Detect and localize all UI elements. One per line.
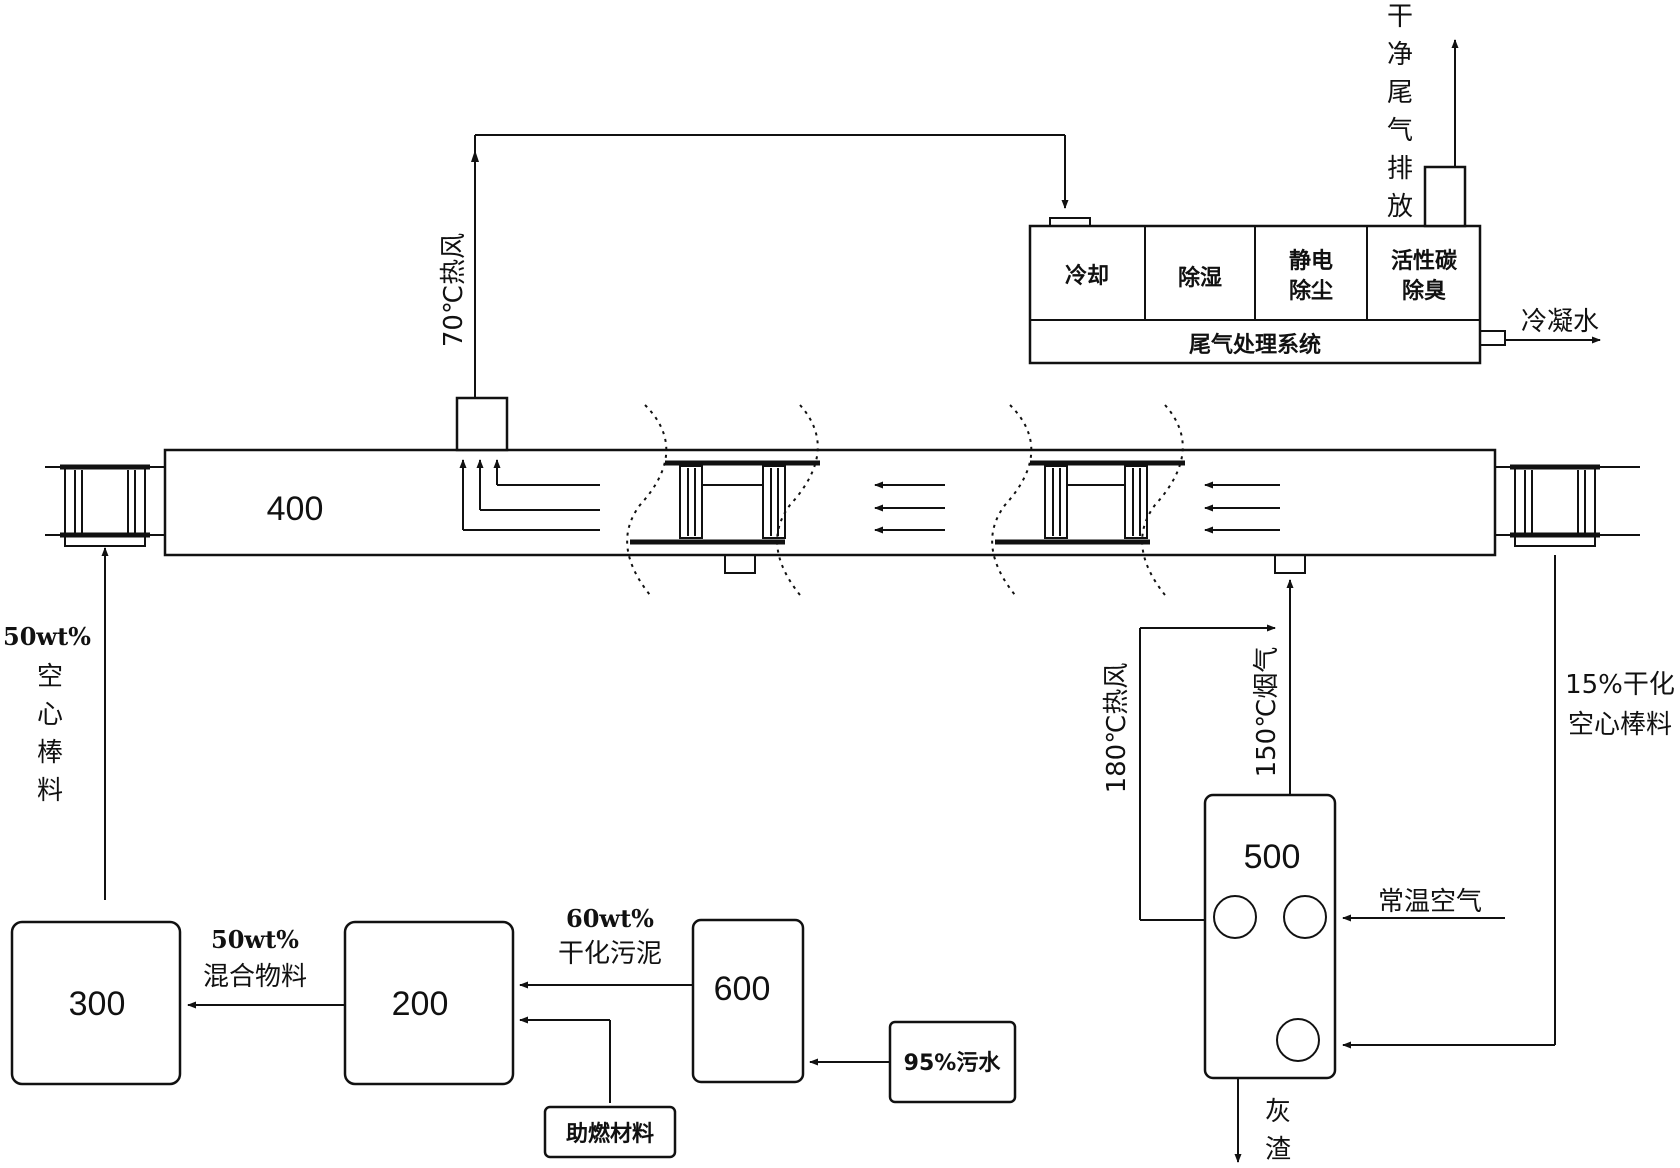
combustor-500-label: 500 xyxy=(1244,838,1301,876)
hollow-rod-c4: 料 xyxy=(37,776,63,806)
zone-1-supports xyxy=(626,404,820,596)
ambient-air-label: 常温空气 xyxy=(1378,887,1482,917)
unit-600-label: 600 xyxy=(714,970,771,1008)
dryer-400 xyxy=(163,448,1497,557)
clean-exhaust-c6: 放 xyxy=(1387,192,1413,222)
sewage-box xyxy=(888,1020,1017,1104)
exhaust-hood xyxy=(455,396,509,452)
clean-exhaust-c5: 排 xyxy=(1387,154,1413,184)
hot-air-70-label: 70℃热风 xyxy=(439,233,469,347)
treat-esp-2: 除尘 xyxy=(1289,278,1333,304)
unit-600 xyxy=(691,918,805,1084)
unit-200 xyxy=(343,920,515,1086)
sludge-label: 干化污泥 xyxy=(558,939,662,969)
treat-carbon-2: 除臭 xyxy=(1402,278,1446,304)
unit-200-label: 200 xyxy=(392,985,449,1023)
mixture-pct: 50wt% xyxy=(211,925,299,954)
treat-carbon-1: 活性碳 xyxy=(1391,249,1458,274)
burner-port-1 xyxy=(1213,895,1257,939)
mixture-label: 混合物料 xyxy=(203,962,307,992)
combustion-aid-label: 助燃材料 xyxy=(566,1121,654,1147)
hollow-rod-pct: 50wt% xyxy=(3,622,91,651)
right-conveyor xyxy=(1495,464,1640,547)
burner-port-3 xyxy=(1276,1018,1320,1062)
unit-300 xyxy=(10,920,182,1086)
exhaust-treatment-system xyxy=(1028,165,1506,365)
internal-flow-left xyxy=(459,459,600,531)
clean-exhaust-c3: 尾 xyxy=(1387,78,1413,108)
treat-cool: 冷却 xyxy=(1065,263,1109,289)
clean-exhaust-c1: 干 xyxy=(1387,2,1413,32)
left-conveyor xyxy=(45,464,165,547)
hollow-rod-c3: 棒 xyxy=(37,738,63,768)
dried-rod-1: 15%干化 xyxy=(1565,670,1675,700)
clean-exhaust-c4: 气 xyxy=(1387,116,1413,146)
clean-exhaust-c2: 净 xyxy=(1387,40,1413,70)
unit-300-label: 300 xyxy=(69,985,126,1023)
combustor-500 xyxy=(1203,793,1337,1080)
hollow-rod-c2: 心 xyxy=(37,700,63,730)
sludge-pct: 60wt% xyxy=(566,904,654,933)
treat-system-label: 尾气处理系统 xyxy=(1189,332,1321,358)
condensate-label: 冷凝水 xyxy=(1521,307,1599,337)
internal-flow-mid xyxy=(874,481,945,534)
internal-flow-right xyxy=(1204,481,1280,534)
combustion-aid-box xyxy=(543,1105,677,1159)
ash-c1: 灰 xyxy=(1265,1097,1291,1127)
ash-c2: 渣 xyxy=(1265,1135,1291,1165)
zone-2-supports xyxy=(991,404,1185,596)
sewage-label: 95%污水 xyxy=(904,1051,1002,1076)
flue-inlet xyxy=(1274,554,1306,574)
treat-dehum: 除湿 xyxy=(1178,265,1222,291)
flue-150-label: 150℃烟气 xyxy=(1252,647,1282,778)
treat-esp-1: 静电 xyxy=(1289,248,1333,274)
hot-air-180-label: 180℃热风 xyxy=(1102,663,1132,794)
hollow-rod-c1: 空 xyxy=(37,662,63,692)
dried-rod-2: 空心棒料 xyxy=(1568,710,1672,740)
burner-port-2 xyxy=(1283,895,1327,939)
dryer-400-label: 400 xyxy=(267,490,324,528)
